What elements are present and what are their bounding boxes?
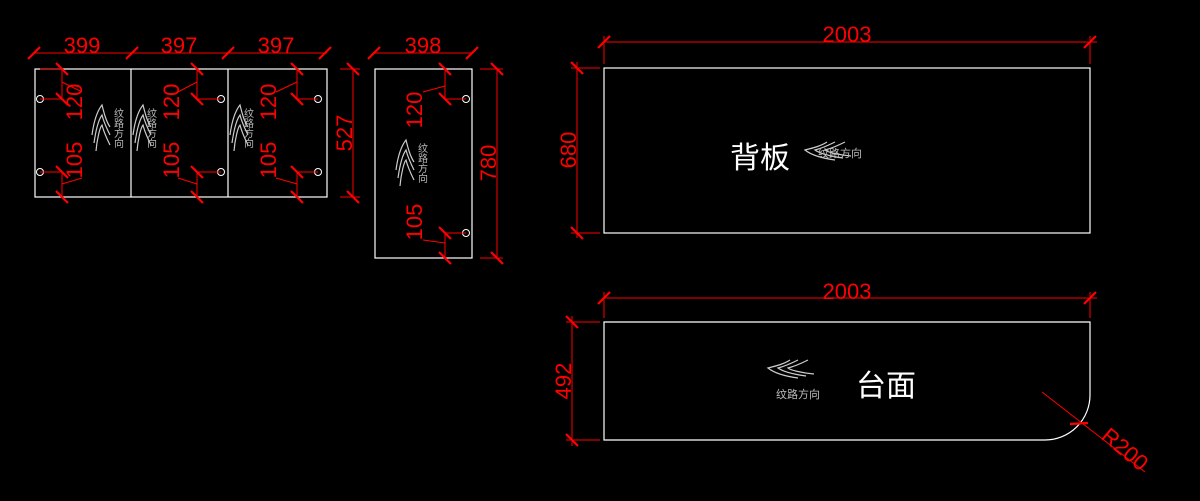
hinge-top-120: 120 [62,84,87,121]
grain-direction-icon [767,359,815,379]
door-panels-outline [34,68,328,198]
height-780: 780 [476,145,501,182]
back-panel-title: 背板 [730,141,790,176]
hinge-bottom-105: 105 [62,142,87,179]
countertop-outline [603,321,1091,441]
radius-r200: R200 [1097,423,1153,476]
grain-direction-icon [91,104,111,152]
back-panel-outline [603,67,1091,234]
height-527: 527 [332,115,357,152]
countertop: 2003 492 台面 纹路方向 R200 [551,279,1153,476]
hinge-bottom-105: 105 [159,142,184,179]
radius-leader [1041,391,1146,473]
hinge-bottom-105: 105 [402,204,427,241]
hinge-top-120: 120 [159,84,184,121]
width-399: 399 [64,33,101,58]
width-397: 397 [161,33,198,58]
side-panel: 398 780 120 105 纹路方向 [367,33,504,265]
grain-label: 纹路方向 [242,107,254,148]
grain-label: 纹路方向 [776,387,820,401]
width-398: 398 [405,33,442,58]
height-680: 680 [556,132,581,169]
countertop-title: 台面 [856,369,916,404]
width-2003: 2003 [823,22,872,47]
width-2003: 2003 [823,279,872,304]
hinge-bottom-105: 105 [256,142,281,179]
grain-label: 纹路方向 [145,107,157,148]
grain-direction-icon [395,139,415,187]
hinge-top-120: 120 [256,84,281,121]
hinge-top-120: 120 [402,92,427,129]
back-panel: 2003 680 背板 纹路方向 [556,22,1097,240]
width-397: 397 [258,33,295,58]
door-panels: 399 397 397 527 120 105 纹路方向 120 105 纹路方… [27,33,360,204]
grain-label: 纹路方向 [818,146,862,160]
side-panel-outline [374,68,473,259]
grain-label: 纹路方向 [112,107,124,148]
height-492: 492 [551,363,576,400]
grain-label: 纹路方向 [416,142,428,183]
